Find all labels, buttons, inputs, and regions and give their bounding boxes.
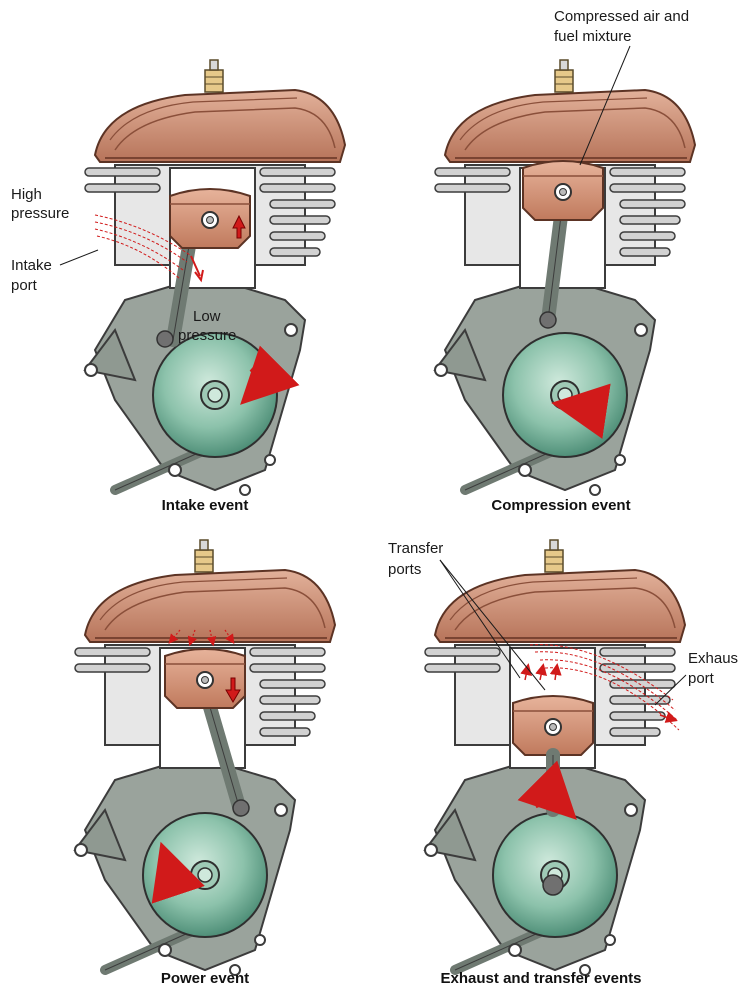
motion-arrow-icon xyxy=(232,214,246,239)
label-transfer-ports-2: ports xyxy=(388,561,421,578)
label-compressed-mixture-2: fuel mixture xyxy=(554,28,632,45)
caption-exhaust-transfer-events: Exhaust and transfer events xyxy=(441,970,642,987)
label-exhaust-port-2: port xyxy=(688,670,715,687)
motion-arrow-icon xyxy=(225,677,241,703)
leader-transfer-ports-a xyxy=(439,559,521,679)
flow-arrow-icon xyxy=(190,255,204,283)
caption-power-event: Power event xyxy=(161,970,249,987)
leader-exhaust-port xyxy=(654,674,687,706)
label-high-pressure-1: High xyxy=(11,186,42,203)
panel-exhaust-transfer xyxy=(425,540,685,975)
panel-intake xyxy=(85,60,345,495)
leader-transfer-ports-b xyxy=(439,559,546,691)
caption-compression-event: Compression event xyxy=(491,497,630,514)
label-low-pressure-1: Low xyxy=(193,308,221,325)
label-low-pressure-2: pressure xyxy=(178,327,236,344)
panel-power xyxy=(75,540,335,975)
label-compressed-mixture-1: Compressed air and xyxy=(554,8,689,25)
label-high-pressure-2: pressure xyxy=(11,205,69,222)
flow-arrow-icon xyxy=(168,629,235,647)
motion-arrow-icon xyxy=(151,841,205,904)
leader-compressed-mixture xyxy=(579,45,631,166)
motion-arrow-icon xyxy=(517,760,577,820)
label-exhaust-port-1: Exhaust xyxy=(688,650,738,667)
motion-arrow-icon xyxy=(551,383,611,439)
motion-arrow-icon xyxy=(240,345,300,405)
label-transfer-ports-1: Transfer xyxy=(388,540,443,557)
leader-intake-port xyxy=(59,249,99,266)
caption-intake-event: Intake event xyxy=(162,497,249,514)
label-intake-port-2: port xyxy=(11,277,38,294)
label-intake-port-1: Intake xyxy=(11,257,52,274)
panel-compression xyxy=(435,60,695,495)
